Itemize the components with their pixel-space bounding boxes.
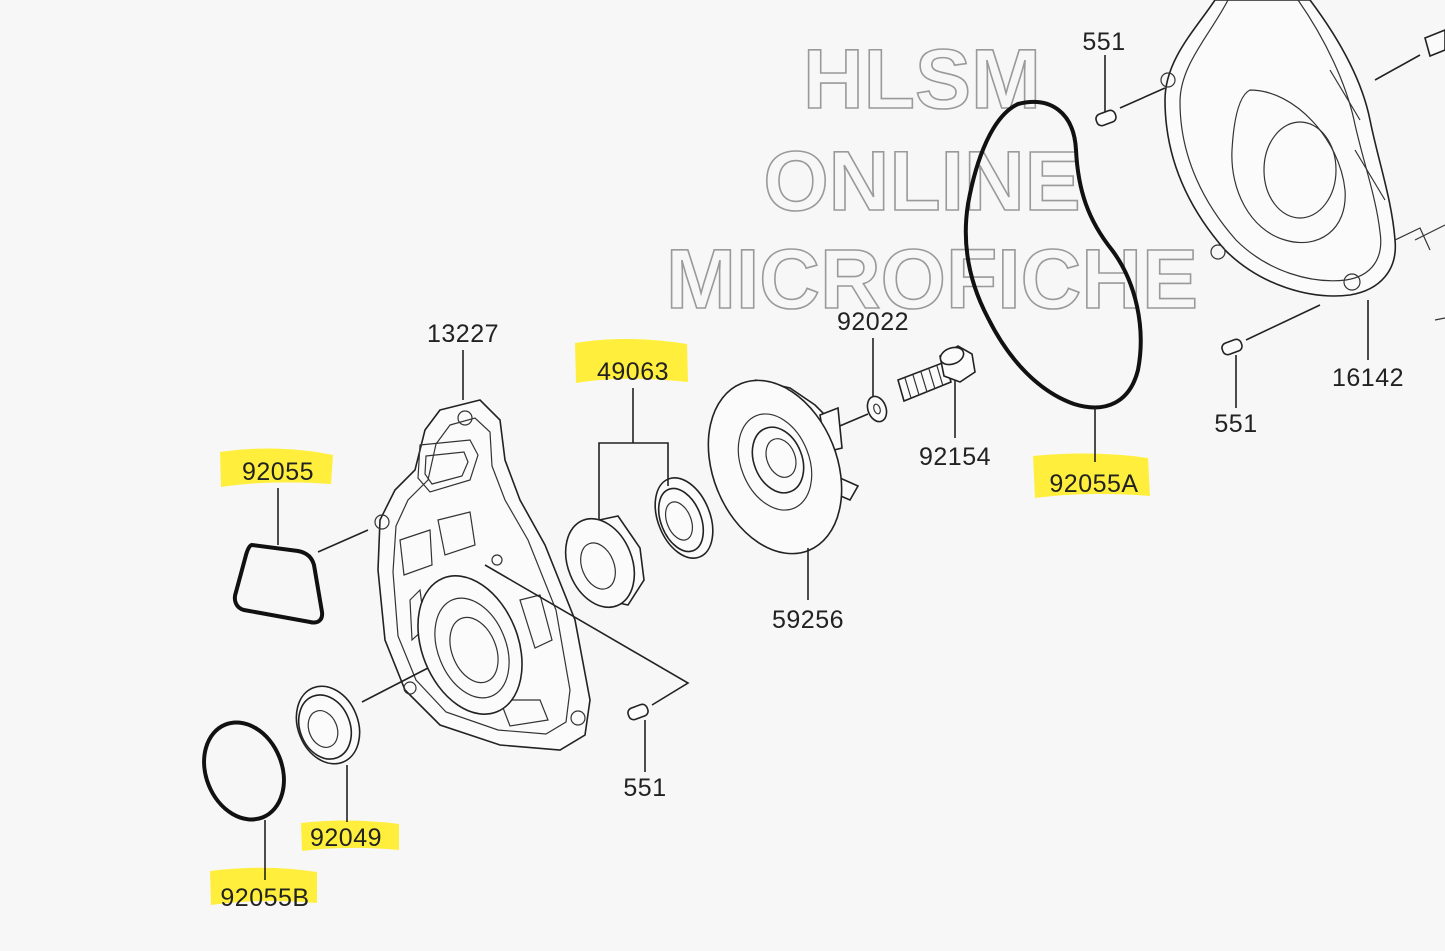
highlight-49063 bbox=[575, 338, 688, 383]
callout-59256[interactable]: 59256 bbox=[772, 606, 844, 634]
oil-seal-92049 bbox=[295, 685, 361, 765]
seal-ring-49063 bbox=[564, 515, 645, 609]
callout-92055B[interactable]: 92055B bbox=[220, 884, 309, 912]
callout-92055A[interactable]: 92055A bbox=[1049, 470, 1138, 498]
callout-551-right[interactable]: 551 bbox=[1214, 410, 1257, 438]
highlight-markers bbox=[210, 338, 1150, 905]
o-ring-92055 bbox=[232, 542, 325, 625]
callout-92055[interactable]: 92055 bbox=[242, 458, 314, 486]
watermark-line2: ONLINE bbox=[763, 134, 1080, 228]
o-ring-92055B bbox=[202, 720, 286, 822]
callout-49063[interactable]: 49063 bbox=[597, 358, 669, 386]
callout-92049[interactable]: 92049 bbox=[310, 824, 382, 852]
watermark-line1: HLSM bbox=[803, 32, 1041, 126]
callout-16142[interactable]: 16142 bbox=[1332, 364, 1404, 392]
gasket-92055A bbox=[963, 100, 1143, 410]
washer-92022 bbox=[866, 395, 888, 423]
callout-92022[interactable]: 92022 bbox=[837, 308, 909, 336]
watermark-line3: MICROFICHE bbox=[666, 232, 1198, 326]
water-pump-housing-16142 bbox=[1160, 0, 1445, 321]
highlight-92055B bbox=[210, 867, 317, 905]
mechanical-seal-49063 bbox=[654, 477, 714, 559]
callout-92154[interactable]: 92154 bbox=[919, 443, 991, 471]
pump-cover-13227 bbox=[374, 399, 591, 751]
callout-551-top[interactable]: 551 bbox=[1082, 28, 1125, 56]
callout-labels: 13227 49063 92055 92055A 92055B 92049 59… bbox=[220, 28, 1404, 912]
dowel-pin-right bbox=[1221, 338, 1243, 356]
callout-551-bottom[interactable]: 551 bbox=[623, 774, 666, 802]
highlight-92049 bbox=[301, 820, 399, 851]
highlight-92055 bbox=[220, 448, 333, 487]
dowel-pin-bottom bbox=[627, 703, 649, 721]
dowel-pin-top bbox=[1095, 109, 1117, 127]
highlight-92055A bbox=[1033, 453, 1150, 498]
watermark: HLSM ONLINE MICROFICHE bbox=[665, 31, 1199, 327]
bolt-92154 bbox=[897, 345, 976, 403]
bolt-top-right bbox=[1424, 29, 1445, 58]
callout-13227[interactable]: 13227 bbox=[427, 320, 499, 348]
